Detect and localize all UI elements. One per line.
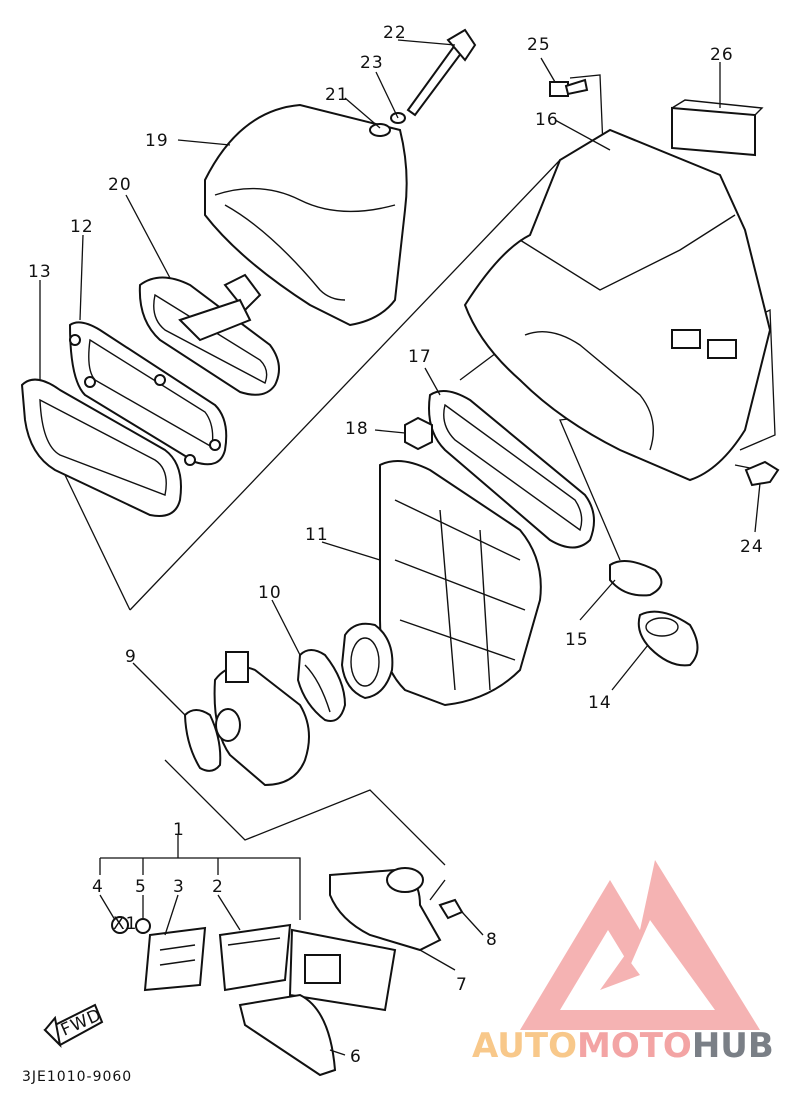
callout-2: 2 [212,877,224,897]
fwd-label: FWD [58,1005,105,1041]
callout-26: 26 [710,45,734,65]
watermark-part-moto: MOTO [576,1026,692,1066]
callout-10: 10 [258,583,282,603]
callout-16: 16 [535,110,559,130]
part-18-nut [404,416,433,451]
callout-13: 13 [28,262,52,282]
callout-12: 12 [70,217,94,237]
callout-11: 11 [305,525,329,545]
part-10-clamp [296,649,347,722]
x1-label: X1 [113,914,137,934]
part-13-gasket [20,378,182,517]
part-25-bolt [549,78,589,97]
watermark-logo-icon [520,860,760,1030]
part-8-bolt [438,898,464,920]
part-2-reed-valve [218,923,397,1012]
callout-24: 24 [740,537,764,557]
callout-21: 21 [325,85,349,105]
callout-25: 25 [527,35,551,55]
callout-5: 5 [135,877,147,897]
part-20-filter-guide [138,273,280,396]
part-3-reed-plate [143,926,207,992]
leader-lines [39,39,761,1056]
part-26-sponge [671,99,764,157]
callout-15: 15 [565,630,589,650]
drawing-code: 3JE1010-9060 [22,1069,133,1085]
callout-22: 22 [383,23,407,43]
part-7-manifold [329,867,442,952]
watermark-text: AUTOMOTOHUB [472,1026,774,1066]
callout-8: 8 [486,930,498,950]
part-19-air-filter [204,103,408,327]
fwd-arrow-icon: FWD [43,1003,105,1048]
part-11-intake-joint [340,460,542,707]
part-21-washer [369,123,391,137]
callout-19: 19 [145,131,169,151]
part-5-washer [135,918,151,934]
callout-14: 14 [588,693,612,713]
callout-6: 6 [350,1047,362,1067]
part-9-clamp [183,709,222,772]
part-24-bolt [744,460,780,487]
part-17-joint [428,390,595,549]
part-6-gasket [238,993,337,1077]
watermark-part-auto: AUTO [472,1026,577,1066]
part-22-wing-bolt [406,28,477,117]
callout-3: 3 [173,877,185,897]
part-12-plate [68,321,228,466]
part-14-cap [637,610,699,667]
callout-4: 4 [92,877,104,897]
watermark-part-hub: HUB [691,1026,774,1066]
callout-9: 9 [125,647,137,667]
callout-18: 18 [345,419,369,439]
callout-7: 7 [456,975,468,995]
callout-1: 1 [173,820,185,840]
carburetor [213,651,310,787]
callout-20: 20 [108,175,132,195]
callout-17: 17 [408,347,432,367]
part-4-screw [111,916,129,934]
callout-23: 23 [360,53,384,73]
part-15-band [609,560,663,597]
part-16-air-box [463,128,772,482]
